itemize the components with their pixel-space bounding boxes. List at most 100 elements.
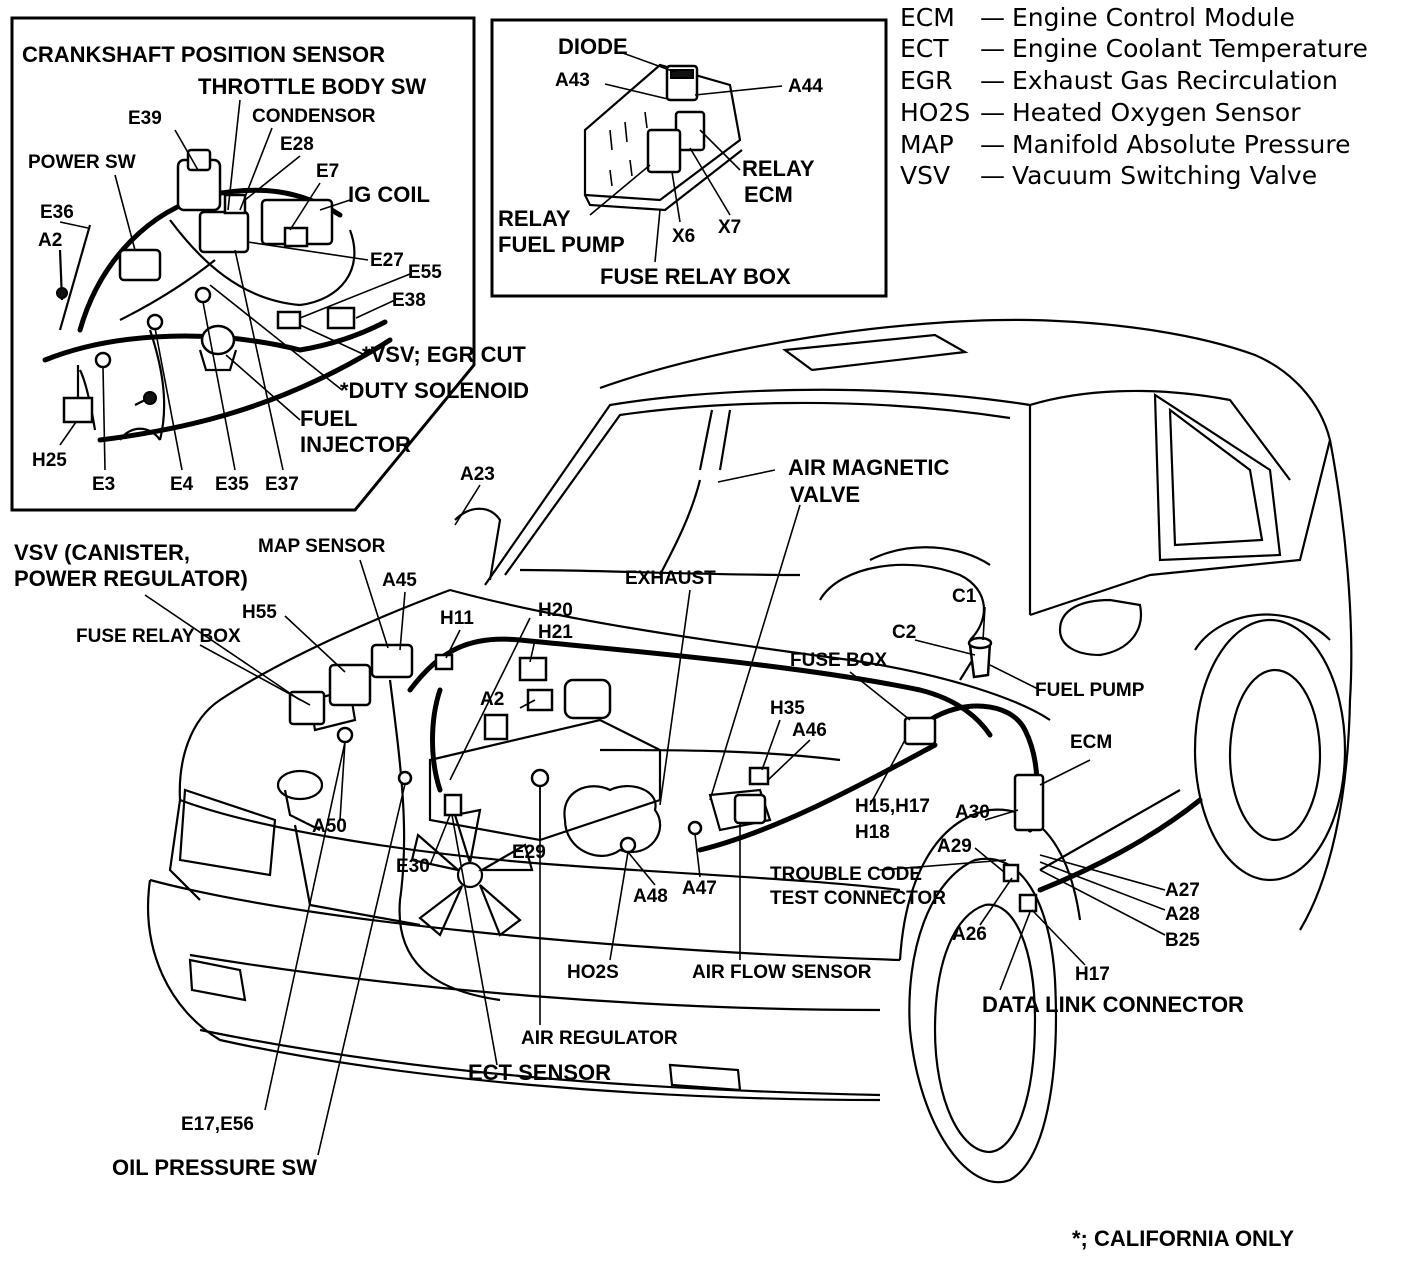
leader (689, 147, 731, 216)
vsv-egr-cut-label: *VSV; EGR CUT (362, 342, 526, 367)
leader (982, 606, 986, 641)
x6-label: X6 (672, 226, 695, 247)
engine-inset-drawing (42, 148, 393, 443)
leader (984, 809, 1019, 821)
leader (239, 127, 273, 211)
vehicle-roof (599, 318, 1332, 441)
leader (449, 617, 531, 781)
h11-connector (434, 653, 454, 671)
bumper-top (149, 878, 901, 962)
leader (914, 639, 976, 656)
leader (209, 284, 343, 391)
dashboard-line (519, 568, 801, 577)
rear-body (1299, 439, 1353, 931)
condensor-part (198, 210, 250, 254)
b25-label: B25 (1165, 930, 1200, 951)
e38-label: E38 (392, 290, 426, 311)
relay-ecm-label-2: ECM (744, 182, 793, 207)
harness-engine-run (697, 742, 938, 853)
a50-connector (336, 726, 354, 744)
e17-e56-label: E17,E56 (181, 1114, 254, 1135)
leader (989, 664, 1041, 691)
radiator-fan (410, 808, 534, 937)
a47-connector (687, 820, 703, 836)
vehicle-drawing (146, 318, 1353, 1184)
hood-rear-edge (449, 588, 1051, 721)
leader (1039, 869, 1166, 936)
throttle-body-top (186, 148, 212, 172)
leader (355, 299, 396, 319)
leader (59, 421, 77, 446)
e35-sensor (194, 286, 212, 304)
trouble-code-connector-part (1002, 863, 1020, 883)
air-magnetic-valve-label-1: AIR MAGNETIC (788, 455, 949, 480)
e35-label: E35 (215, 474, 249, 495)
leader (339, 741, 346, 821)
air-regulator-label: AIR REGULATOR (521, 1028, 678, 1049)
leader (979, 877, 1013, 926)
legend-abbr-ecm: ECM (900, 3, 955, 32)
fuel-pump-top (967, 636, 993, 650)
e28-label: E28 (280, 134, 314, 155)
leader (202, 301, 236, 471)
leader (1031, 909, 1086, 966)
harness-to-rear (1037, 797, 1203, 893)
fuse-inset-frame (490, 18, 888, 298)
a2-connector-main (526, 688, 554, 712)
c2-label: C2 (892, 622, 916, 643)
fuse-relay-box-label-main: FUSE RELAY BOX (76, 626, 241, 647)
h21-label: H21 (538, 622, 573, 643)
bumper-bottom (199, 1028, 881, 1097)
headlight (178, 788, 277, 877)
leader (671, 171, 681, 223)
a26-label: A26 (952, 924, 987, 945)
legend-desc-egr: Exhaust Gas Recirculation (1012, 66, 1338, 95)
leader (627, 851, 656, 886)
leader (694, 833, 701, 878)
leader (767, 739, 811, 781)
left-mirror (454, 507, 502, 581)
leader (869, 739, 906, 806)
main-harness (407, 636, 993, 738)
a2-label: A2 (38, 230, 62, 251)
engine-connector (483, 713, 509, 741)
california-only-note: *; CALIFORNIA ONLY (1072, 1226, 1294, 1251)
legend-dash: — (980, 98, 1005, 127)
leader (299, 324, 366, 356)
air-flow-sensor-part (733, 793, 767, 825)
legend-dash: — (980, 161, 1005, 190)
legend-abbr-ect: ECT (900, 34, 949, 63)
e29-label: E29 (512, 842, 546, 863)
fuel-injector-label-1: FUEL (300, 406, 357, 431)
a43-label: A43 (555, 70, 590, 91)
seat-back (869, 546, 991, 566)
leader (709, 504, 801, 801)
leader (234, 249, 284, 471)
leader (284, 615, 346, 673)
e3-connector (94, 351, 112, 369)
a50-label: A50 (312, 816, 347, 837)
leader (974, 847, 1005, 873)
a48-label: A48 (633, 886, 668, 907)
abbreviation-legend: ECM — Engine Control Module ECT — Engine… (900, 3, 1368, 190)
diode-label: DIODE (558, 34, 628, 59)
e39-label: E39 (128, 108, 162, 129)
rear-side-window-inner (1168, 407, 1264, 547)
ecm-label: ECM (1070, 732, 1112, 753)
leader (289, 182, 321, 231)
leader (717, 469, 776, 483)
leader (654, 209, 661, 263)
h17-label: H17 (1075, 964, 1110, 985)
front-wheel (908, 857, 1058, 1184)
rear-view-mirror (698, 409, 732, 471)
legend-desc-vsv: Vacuum Switching Valve (1012, 161, 1317, 190)
relay-fuel-pump-part (646, 128, 682, 174)
ect-sensor-label: ECT SENSOR (468, 1060, 611, 1085)
oil-filler-cap (276, 769, 324, 801)
h25-connector (62, 396, 94, 424)
sunroof (782, 333, 969, 372)
relay-fuel-pump-label-2: FUEL PUMP (498, 232, 625, 257)
harness-line (42, 319, 388, 363)
leader (59, 221, 89, 229)
ecm-part (1013, 773, 1045, 832)
